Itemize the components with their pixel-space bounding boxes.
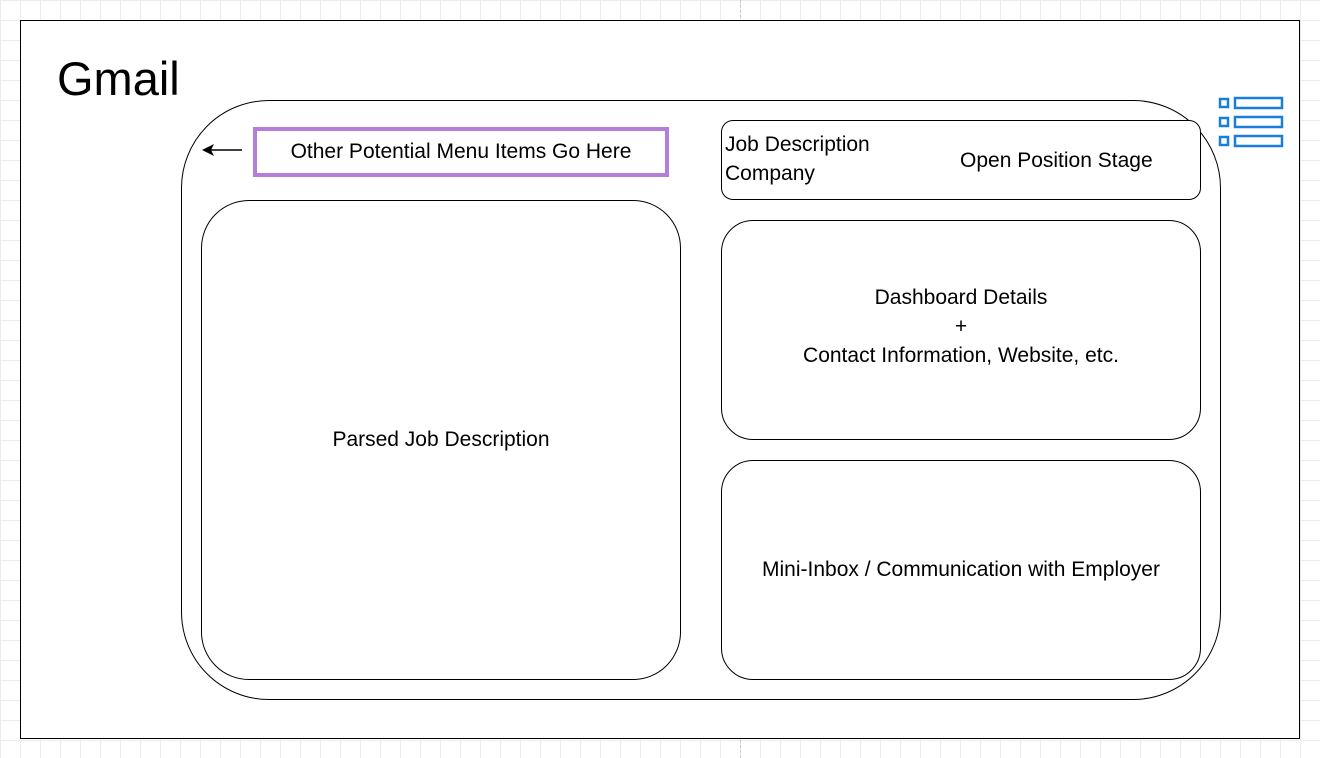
parsed-job-description-label: Parsed Job Description <box>332 428 550 451</box>
menu-placeholder-label: Other Potential Menu Items Go Here <box>290 140 632 163</box>
mini-inbox-label: Mini-Inbox / Communication with Employer <box>762 558 1160 581</box>
parsed-job-description-panel[interactable]: Parsed Job Description <box>201 200 681 680</box>
job-description-title: Job Description <box>725 133 870 156</box>
company-name: Company <box>725 162 815 185</box>
menu-placeholder[interactable]: Other Potential Menu Items Go Here <box>253 127 669 177</box>
mini-inbox-panel[interactable]: Mini-Inbox / Communication with Employer <box>721 460 1201 680</box>
contact-info-label: Contact Information, Website, etc. <box>803 343 1119 367</box>
dashboard-details-label: Dashboard Details <box>874 285 1048 309</box>
app-title: Gmail <box>57 52 180 105</box>
dashboard-details-panel[interactable]: Dashboard Details + Contact Information,… <box>721 220 1201 440</box>
extension-container <box>181 100 1221 700</box>
job-header-panel[interactable]: Job Description Company Open Position St… <box>721 120 1201 200</box>
list-view-icon[interactable] <box>1217 96 1285 152</box>
position-stage: Open Position Stage <box>960 149 1153 172</box>
left-arrow-icon <box>202 144 242 156</box>
plus-label: + <box>954 314 968 338</box>
